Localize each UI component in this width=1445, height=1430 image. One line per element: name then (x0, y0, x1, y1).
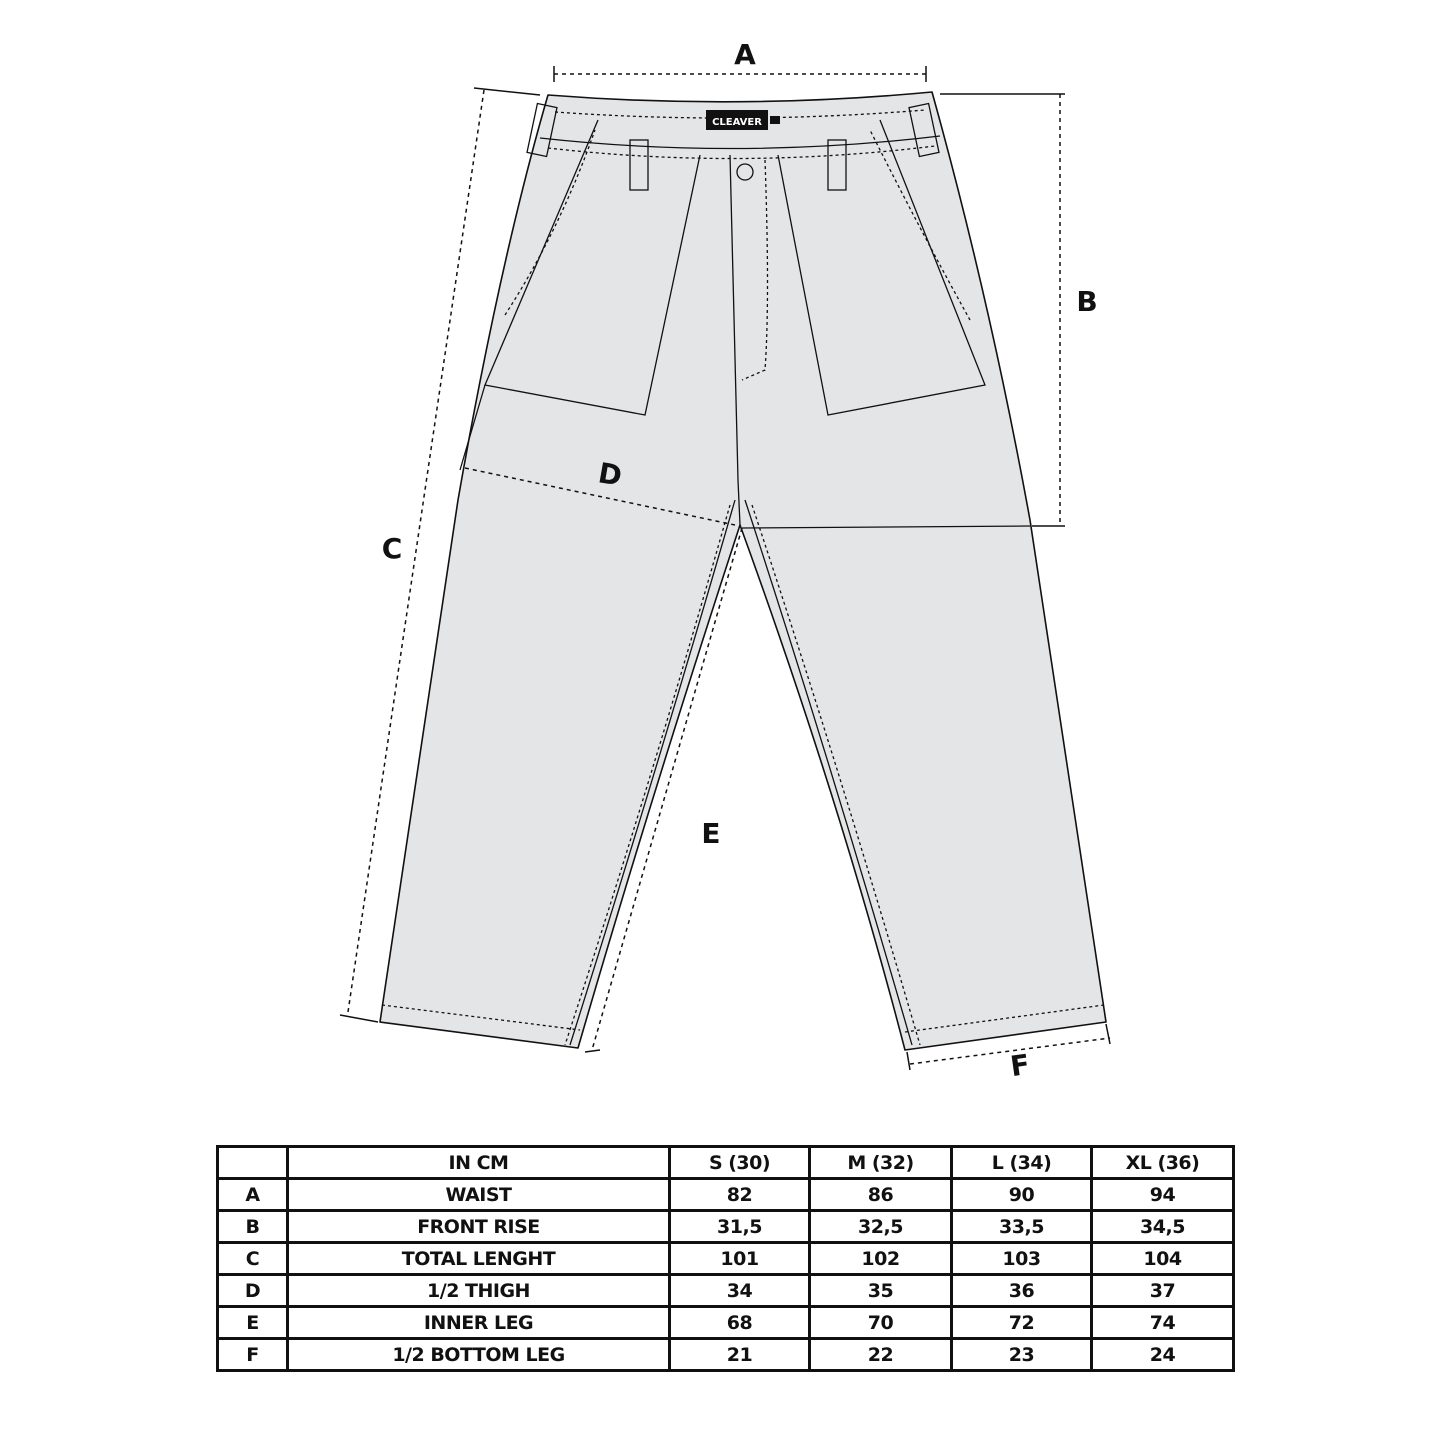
svg-text:CLEAVER: CLEAVER (712, 117, 762, 128)
size-value: 36 (950, 1273, 1093, 1308)
size-value: 82 (668, 1177, 811, 1212)
pants-outline (379, 91, 1107, 1051)
label-c: C (382, 532, 403, 565)
measurement-name: 1/2 BOTTOM LEG (286, 1337, 671, 1372)
row-code: E (216, 1305, 289, 1340)
row-code: D (216, 1273, 289, 1308)
pants-diagram: CLEAVER A B C D E F (339, 38, 1111, 1083)
logo-label: CLEAVER (706, 110, 780, 130)
size-value: 74 (1090, 1305, 1235, 1340)
size-value: 23 (950, 1337, 1093, 1372)
size-value: 32,5 (808, 1209, 953, 1244)
size-value: 103 (950, 1241, 1093, 1276)
size-value: 37 (1090, 1273, 1235, 1308)
size-value: 70 (808, 1305, 953, 1340)
size-value: 31,5 (668, 1209, 811, 1244)
label-d: D (596, 456, 625, 493)
row-code: F (216, 1337, 289, 1372)
header-cell: L (34) (950, 1145, 1093, 1180)
measurement-name: INNER LEG (286, 1305, 671, 1340)
measurement-name: WAIST (286, 1177, 671, 1212)
size-value: 90 (950, 1177, 1093, 1212)
size-value: 94 (1090, 1177, 1235, 1212)
row-code: B (216, 1209, 289, 1244)
header-cell: S (30) (668, 1145, 811, 1180)
header-cell: M (32) (808, 1145, 953, 1180)
measurement-name: FRONT RISE (286, 1209, 671, 1244)
size-value: 68 (668, 1305, 811, 1340)
size-value: 72 (950, 1305, 1093, 1340)
label-a: A (734, 38, 756, 71)
size-value: 22 (808, 1337, 953, 1372)
label-e: E (701, 817, 720, 850)
header-cell: XL (36) (1090, 1145, 1235, 1180)
row-code: A (216, 1177, 289, 1212)
measurement-name: 1/2 THIGH (286, 1273, 671, 1308)
size-value: 21 (668, 1337, 811, 1372)
table-header-row: IN CM S (30) M (32) L (34) XL (36) (216, 1145, 1235, 1180)
size-value: 34,5 (1090, 1209, 1235, 1244)
header-cell: IN CM (286, 1145, 671, 1180)
size-value: 35 (808, 1273, 953, 1308)
size-value: 33,5 (950, 1209, 1093, 1244)
label-b: B (1076, 285, 1097, 318)
size-value: 24 (1090, 1337, 1235, 1372)
size-value: 86 (808, 1177, 953, 1212)
header-cell (216, 1145, 289, 1180)
measurement-name: TOTAL LENGHT (286, 1241, 671, 1276)
size-value: 101 (668, 1241, 811, 1276)
size-value: 104 (1090, 1241, 1235, 1276)
row-code: C (216, 1241, 289, 1276)
size-value: 102 (808, 1241, 953, 1276)
size-value: 34 (668, 1273, 811, 1308)
label-f: F (1008, 1048, 1032, 1083)
